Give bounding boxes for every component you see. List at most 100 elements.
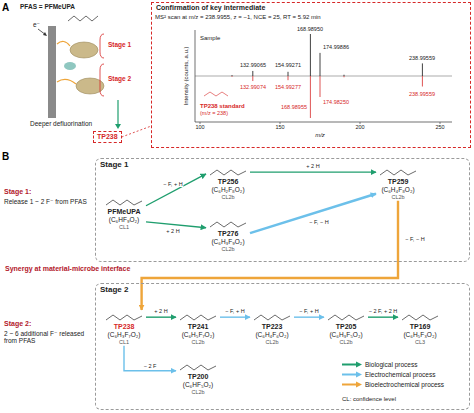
spectrum-label: Sample (200, 35, 220, 42)
molecule-skeleton (178, 311, 218, 323)
molecule-skeleton (104, 196, 144, 208)
reaction-arrow (368, 316, 398, 317)
peak-label: 174.99886 (323, 44, 349, 50)
reaction-arrow (146, 174, 206, 206)
peak-label: 168.98955 (281, 104, 307, 110)
electron-arrow (38, 29, 46, 35)
box-heading: Confirmation of key intermediate (156, 4, 466, 12)
legend-swatch (342, 361, 362, 368)
pfas-molecule (68, 16, 98, 21)
axis-title: m/z (315, 132, 325, 139)
spectrum-label: TP238 standard (200, 103, 245, 110)
confidence-level: CL2b (326, 339, 366, 345)
standard-molecule (204, 92, 228, 96)
reaction-arrow (124, 346, 176, 371)
molecule-skeleton (208, 218, 248, 230)
peak-label: 238.99559 (409, 91, 435, 97)
legend-text: Biological process (365, 361, 417, 368)
deeper-arrow (117, 100, 118, 125)
molecule-node: TP223(C₆H₄F₆O₂)CL2b (250, 310, 294, 346)
compound-name: TP169 (400, 323, 440, 331)
x-axis (195, 122, 452, 123)
peak-label: 238.99559 (409, 55, 435, 61)
pfas-label: PFAS = PFMeUPA (20, 3, 75, 10)
standard-peak (232, 76, 233, 78)
legend-swatch (342, 381, 362, 388)
compound-name: TP205 (326, 323, 366, 331)
sample-peak (310, 34, 311, 76)
electron-arrowhead (43, 32, 47, 36)
reaction-arrow (142, 201, 398, 310)
formula: (C₆HF₅O₂) (178, 381, 218, 388)
process-note: Deeper defluorination (30, 120, 92, 127)
formula: (C₆H₃F₅O₂) (326, 331, 366, 338)
edge-label: + 2 H (153, 308, 168, 314)
legend-swatch (342, 371, 362, 378)
edge-label: − F, + H (162, 181, 183, 187)
sample-peak (344, 75, 345, 76)
edge-label: − 2 F (143, 363, 158, 369)
molecule-node: PFMeUPA(C₆HF₉O₂)CL1 (102, 195, 146, 231)
molecule-node: TP200(C₆HF₅O₂)CL2b (176, 360, 220, 396)
compound-name: TP223 (252, 323, 292, 331)
molecule-node: TP256(C₆H₂F₈O₂)CL2b (206, 165, 250, 201)
standard-peak (320, 76, 321, 97)
peak-label: 132.99065 (240, 62, 266, 68)
spectrum-label: (m/z = 238) (200, 110, 228, 116)
compound-name: TP200 (178, 373, 218, 381)
formula: (C₆H₅F₃O₂) (400, 331, 440, 338)
sample-peak (422, 63, 423, 76)
stage-label: Stage 1 (108, 41, 131, 48)
edge-label: − F, + H (224, 308, 245, 314)
ms-scan-info: MS² scan at m/z = 238.9955, z = −1, NCE … (155, 14, 321, 21)
confidence-level: CL2b (208, 194, 248, 200)
standard-peak (422, 76, 423, 87)
deeper-arrowhead (115, 124, 121, 129)
legend-row: Bioelectrochemical process (342, 381, 444, 388)
formula: (C₆H₅F₇O₂) (178, 331, 218, 338)
reaction-arrow (122, 126, 151, 137)
molecule-skeleton (178, 361, 218, 373)
legend-text: Bioelectrochemical process (365, 381, 444, 388)
stage-bracket (100, 34, 104, 58)
molecule-skeleton (326, 311, 366, 323)
electrode (48, 26, 56, 118)
box-heading: Stage 2 (100, 285, 465, 294)
molecule-skeleton (104, 311, 144, 323)
box-heading: TP238 (97, 133, 118, 141)
x-tick (360, 122, 361, 124)
reaction-arrow (250, 194, 376, 233)
stage-note: 2 ~ 6 additional F⁻ released from PFAS (4, 330, 90, 345)
edge-label: − F, + H (298, 308, 319, 314)
confidence-level: CL2b (178, 389, 218, 395)
confidence-level: CL1 (104, 224, 144, 230)
x-tick (200, 122, 201, 124)
peak-label: 168.98950 (297, 26, 323, 32)
standard-peak (310, 76, 311, 118)
confidence-level: CL2b (252, 339, 292, 345)
molecule-node: TP205(C₆H₃F₅O₂)CL2b (324, 310, 368, 346)
edge-label: − 2 F, + 2 H (368, 308, 398, 314)
molecule-skeleton (208, 166, 248, 178)
legend-note: CL: confidence level (342, 396, 396, 403)
reaction-arrow (146, 316, 176, 317)
confidence-level: CL2b (208, 246, 248, 252)
stage-bracket (100, 64, 104, 96)
sample-peak (320, 53, 321, 76)
molecule-node: TP238(C₆H₃F₇O₂)CL1 (102, 310, 146, 346)
molecule-node: TP259(C₆H₄F₈O₂)CL2b (376, 165, 420, 201)
peak-label: 174.98250 (323, 99, 349, 105)
box-heading: Stage 1 (100, 160, 465, 169)
reaction-arrow (250, 171, 376, 172)
standard-peak (252, 76, 253, 81)
molecule-skeleton (252, 311, 292, 323)
molecule-node: TP241(C₆H₅F₇O₂)CL2b (176, 310, 220, 346)
compound-name: TP256 (208, 178, 248, 186)
formula: (C₆H₃F₇O₂) (104, 331, 144, 338)
compound-name: PFMeUPA (104, 208, 144, 216)
formula: (C₆H₄F₈O₂) (378, 186, 418, 193)
tick-label: 200 (355, 124, 364, 130)
formula: (C₆HF₉O₂) (104, 216, 144, 223)
